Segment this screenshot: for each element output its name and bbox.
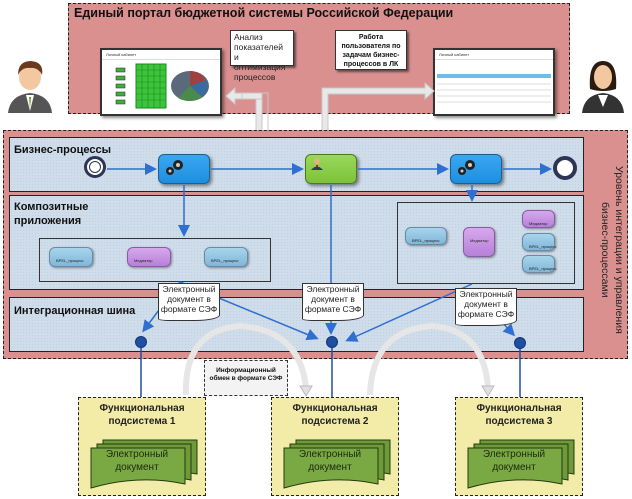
arrow-to-user-tasks xyxy=(321,81,435,133)
person-icon xyxy=(311,158,323,170)
integration-level-label: Уровень интеграции и управления бизнес-п… xyxy=(599,166,625,334)
sef-document-callout: Электронный документ в формате СЭФ xyxy=(158,283,220,321)
electronic-document-stack: Электронный документ xyxy=(282,438,392,490)
functional-subsystem-1[interactable]: Функциональная подсистема 1 Электронный … xyxy=(78,397,206,496)
user-task[interactable] xyxy=(305,154,357,184)
gears-icon xyxy=(166,160,183,175)
user-work-callout: Работа пользователя по задачам бизнес-пр… xyxy=(335,30,407,70)
composite-node[interactable]: BPEL_процесс xyxy=(522,255,557,273)
start-event[interactable] xyxy=(84,156,106,178)
screen-header: Личный кабинет xyxy=(435,50,553,60)
composite-node[interactable]: Медиатор xyxy=(127,247,171,267)
info-exchange-callout: Информационный обмен в формате СЭФ xyxy=(204,360,288,396)
subsystem-title: Функциональная подсистема 1 xyxy=(99,403,185,427)
composite-node[interactable]: BPEL_процесс xyxy=(204,247,248,267)
document-label: Электронный документ xyxy=(482,449,546,473)
document-stack-icon xyxy=(90,439,198,489)
user-tasks-screen-thumbnail: Личный кабинет xyxy=(433,48,555,116)
portal-title: Единый портал бюджетной системы Российск… xyxy=(74,6,454,20)
bus-endpoint[interactable] xyxy=(135,336,147,348)
composite-node[interactable]: BPEL_процесс xyxy=(522,233,557,251)
document-label: Электронный документ xyxy=(298,449,362,473)
analyst-avatar-icon xyxy=(8,61,52,113)
portal-connection-arrows xyxy=(225,81,435,133)
analysis-callout: Анализ показателей и оптимизация процесс… xyxy=(230,30,294,82)
sef-document-callout: Электронный документ в формате СЭФ xyxy=(302,283,364,321)
service-task-2[interactable] xyxy=(450,154,502,184)
lane-title-integration-bus: Интеграционная шина xyxy=(14,305,136,317)
functional-subsystem-3[interactable]: Функциональная подсистема 3 Электронный … xyxy=(455,397,583,496)
lane-title-composite-apps: Композитные приложения xyxy=(14,201,89,227)
electronic-document-stack: Электронный документ xyxy=(89,438,199,490)
document-stack-icon xyxy=(283,439,391,489)
composite-app-left xyxy=(39,238,271,282)
bus-endpoint[interactable] xyxy=(326,336,338,348)
functional-subsystem-2[interactable]: Функциональная подсистема 2 Электронный … xyxy=(271,397,399,496)
screen-header: Личный кабинет xyxy=(102,50,220,60)
analytics-screen-thumbnail: Личный кабинет xyxy=(100,48,222,116)
composite-app-right xyxy=(397,202,575,284)
composite-node[interactable]: Медиатор xyxy=(463,227,495,257)
composite-node[interactable]: BPEL_процесс xyxy=(49,247,93,267)
user-avatar-icon xyxy=(582,61,624,113)
subsystem-title: Функциональная подсистема 2 xyxy=(292,403,378,427)
analytics-chart-icon xyxy=(115,63,209,109)
composite-node[interactable]: Медиатор xyxy=(522,210,555,228)
arrow-to-analytics xyxy=(225,86,263,133)
electronic-document-stack: Электронный документ xyxy=(466,438,576,490)
lane-title-business-processes: Бизнес-процессы xyxy=(14,144,111,156)
task-table-icon xyxy=(437,74,551,103)
lane-composite-apps xyxy=(9,195,584,290)
end-event[interactable] xyxy=(553,156,577,180)
composite-node[interactable]: BPEL_процесс xyxy=(405,227,447,245)
subsystem-title: Функциональная подсистема 3 xyxy=(476,403,562,427)
document-label: Электронный документ xyxy=(105,449,169,473)
service-task-1[interactable] xyxy=(158,154,210,184)
document-stack-icon xyxy=(467,439,575,489)
bus-endpoint[interactable] xyxy=(514,337,526,349)
sef-document-callout: Электронный документ в формате СЭФ xyxy=(455,288,517,326)
gears-icon xyxy=(458,160,475,175)
